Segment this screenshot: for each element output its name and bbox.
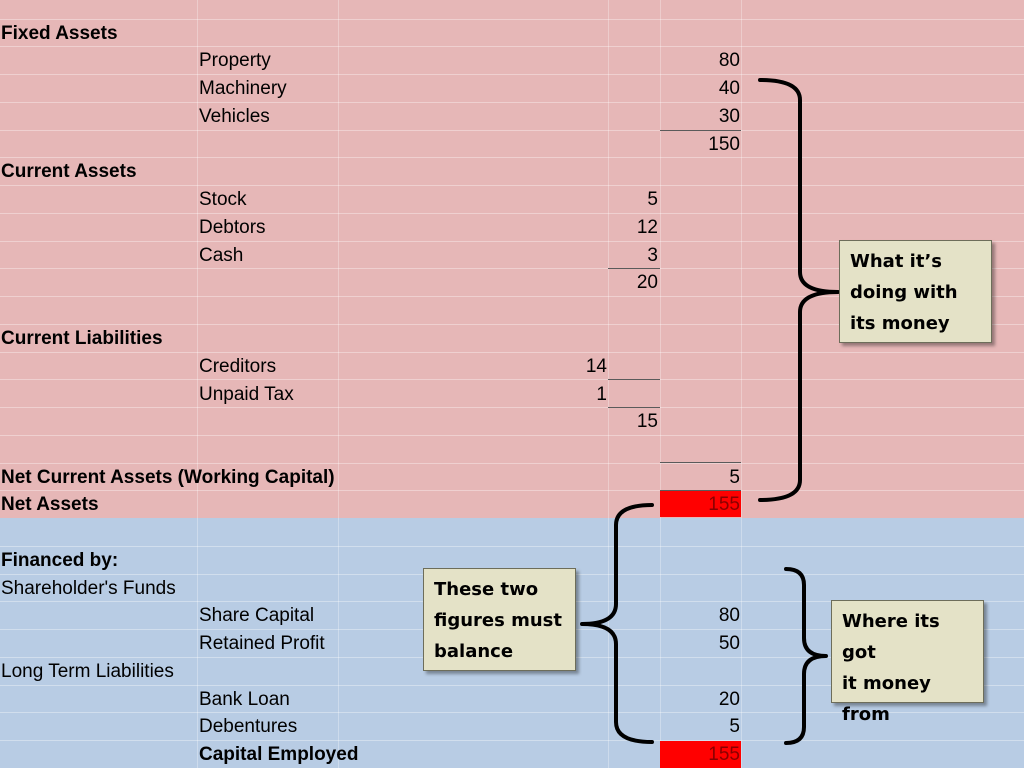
net-current-assets-value: 5 (729, 467, 740, 488)
long-term-liability-value: 20 (718, 689, 740, 710)
fixed-asset-value: 40 (718, 78, 740, 99)
current-asset-value: 12 (636, 217, 658, 238)
fixed-asset-label: Property (199, 50, 271, 71)
net-current-assets-label: Net Current Assets (Working Capital) (1, 467, 335, 488)
current-liability-label: Creditors (199, 356, 277, 377)
callout-what-its-doing: What it’s doing with its money (839, 240, 992, 343)
fixed-asset-value: 80 (718, 50, 740, 71)
callout-line: doing with (850, 282, 958, 303)
current-liability-value: 14 (585, 356, 607, 377)
net-assets-value: 155 (708, 494, 740, 515)
callout-line: These two (434, 579, 539, 600)
current-assets-heading: Current Assets (1, 161, 137, 182)
callout-line: it money (842, 673, 931, 694)
current-asset-value: 3 (647, 245, 658, 266)
fixed-assets-heading: Fixed Assets (1, 23, 118, 44)
subtotal-rule (660, 130, 741, 131)
callout-line: What it’s (850, 251, 943, 272)
current-liability-value: 1 (596, 384, 607, 405)
current-asset-label: Stock (199, 189, 247, 210)
equity-item-value: 50 (718, 633, 740, 654)
capital-employed-highlight (660, 741, 741, 768)
current-liability-label: Unpaid Tax (199, 384, 294, 405)
subtotal-rule (660, 462, 741, 463)
fixed-asset-label: Machinery (199, 78, 287, 99)
equity-item-label: Retained Profit (199, 633, 325, 654)
current-liabilities-heading: Current Liabilities (1, 328, 163, 349)
fixed-asset-label: Vehicles (199, 106, 270, 127)
long-term-liabilities-heading: Long Term Liabilities (1, 661, 174, 682)
total-rule (660, 490, 741, 491)
net-assets-label: Net Assets (1, 494, 99, 515)
current-asset-label: Debtors (199, 217, 266, 238)
capital-employed-label: Capital Employed (199, 744, 359, 765)
equity-item-value: 80 (718, 605, 740, 626)
long-term-liability-label: Debentures (199, 716, 298, 737)
current-asset-value: 5 (647, 189, 658, 210)
callout-line: its money (850, 313, 950, 334)
net-assets-highlight (660, 491, 741, 517)
callout-line: from (842, 704, 890, 725)
long-term-liability-value: 5 (729, 716, 740, 737)
current-assets-total: 20 (636, 272, 658, 293)
current-asset-label: Cash (199, 245, 244, 266)
callout-line: figures must (434, 610, 562, 631)
equity-item-label: Share Capital (199, 605, 315, 626)
subtotal-rule (608, 268, 660, 269)
callout-line: Where its got (842, 611, 940, 663)
subtotal-rule (608, 379, 660, 380)
callout-line: balance (434, 641, 514, 662)
callout-where-its-got: Where its got it money from (831, 600, 984, 725)
shareholders-funds-heading: Shareholder's Funds (1, 578, 176, 599)
fixed-asset-value: 30 (718, 106, 740, 127)
current-liabilities-total: 15 (636, 411, 658, 432)
subtotal-rule (608, 407, 660, 408)
financed-by-heading: Financed by: (1, 550, 119, 571)
callout-must-balance: These two figures must balance (423, 568, 576, 671)
fixed-assets-total: 150 (708, 134, 740, 155)
long-term-liability-label: Bank Loan (199, 689, 290, 710)
capital-employed-value: 155 (708, 744, 740, 765)
